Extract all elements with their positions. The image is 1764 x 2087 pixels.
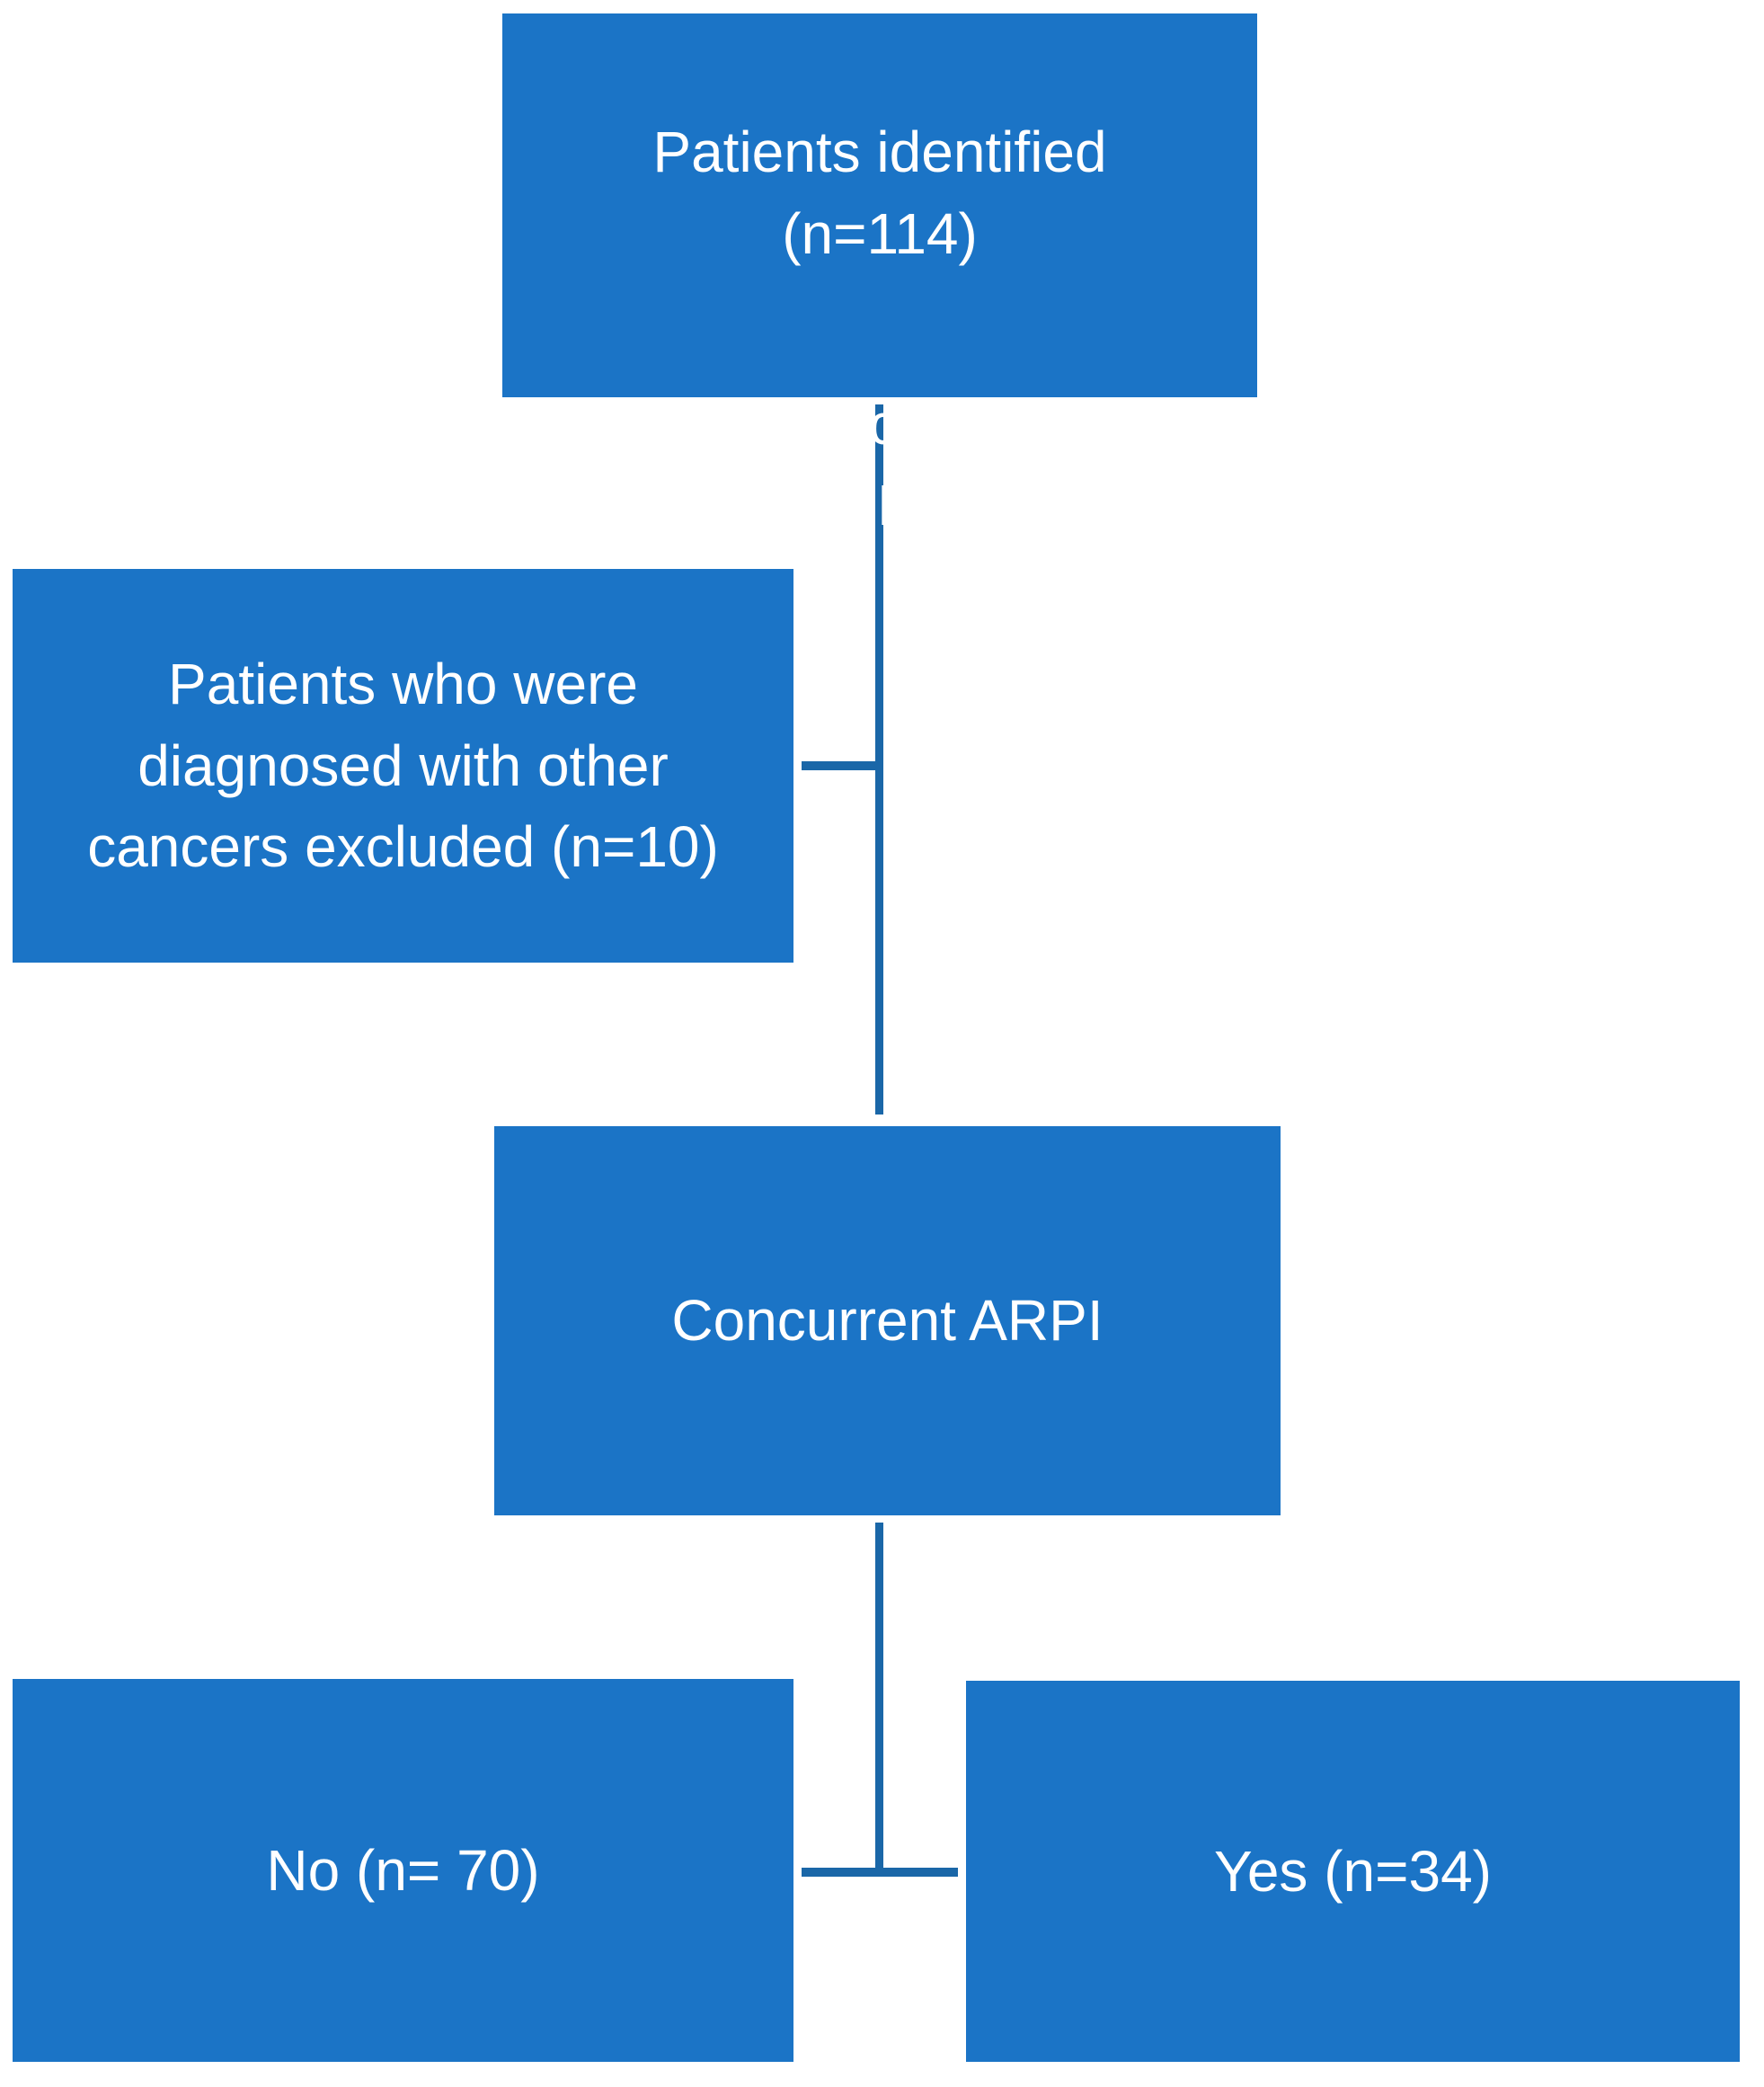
node-no-arpi: No (n= 70) bbox=[13, 1679, 793, 2062]
node-concurrent-arpi: Concurrent ARPI bbox=[494, 1126, 1281, 1515]
no-arpi-count-text: No (n= 70) bbox=[266, 1837, 540, 1903]
patients-received-rlt-text: Patients recieved 177- Lutetium-PSMA-617… bbox=[560, 391, 1200, 538]
concurrent-arpi-text: Concurrent ARPI bbox=[671, 1288, 1104, 1354]
connector-split-horizontal bbox=[802, 1868, 958, 1877]
patients-identified-text: Patients identified (n=114) bbox=[652, 119, 1107, 266]
connector-identified-to-arpi-vertical bbox=[875, 404, 883, 1115]
node-patients-identified: Patients identified (n=114) Patients rec… bbox=[502, 13, 1257, 537]
other-cancers-excluded-text: Patients who were diagnosed with other c… bbox=[87, 651, 719, 880]
node-other-cancers-excluded: Patients who were diagnosed with other c… bbox=[13, 569, 793, 963]
node-yes-arpi: Yes (n=34) bbox=[966, 1681, 1740, 2062]
connector-arpi-to-split-vertical bbox=[875, 1523, 883, 1868]
connector-excluded-branch-horizontal bbox=[802, 761, 883, 770]
yes-arpi-count-text: Yes (n=34) bbox=[1214, 1838, 1492, 1904]
